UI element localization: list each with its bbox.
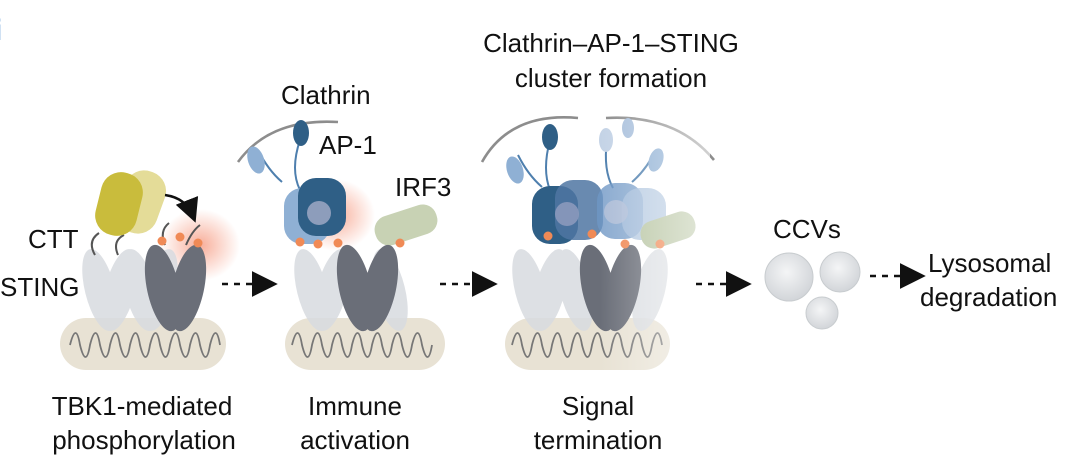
clathrin-arc-2	[236, 120, 339, 163]
irf3-label: IRF3	[395, 172, 451, 202]
stage-3-graphic	[480, 110, 716, 370]
clathrin-knob-b	[247, 146, 265, 174]
lysosomal-label-line2: degradation	[920, 282, 1057, 312]
cluster-title-line2: cluster formation	[515, 63, 707, 93]
cluster-title-line1: Clathrin–AP-1–STING	[483, 28, 739, 58]
phospho-dots-1	[157, 232, 203, 248]
stage-2-caption-line1: Immune	[308, 391, 402, 421]
ap1-label: AP-1	[319, 130, 377, 160]
tm-helices-2	[291, 332, 433, 358]
tbk1-action-arrow	[164, 193, 199, 223]
ccvs-label: CCVs	[773, 214, 841, 244]
lysosomal-label-line1: Lysosomal	[928, 248, 1051, 278]
stage-3-caption-line1: Signal	[562, 391, 634, 421]
clathrin-arc-3a	[480, 116, 579, 163]
tbk1-kinase	[95, 170, 167, 236]
stage-2-caption-line2: activation	[300, 425, 410, 455]
ccv-vesicles	[764, 251, 861, 330]
ccv-vesicle-3	[805, 296, 839, 330]
stage-1-graphic	[60, 170, 240, 370]
ccv-vesicle-2	[819, 251, 861, 293]
sting-dimer-2	[336, 244, 399, 332]
phospho-dots-2	[295, 237, 405, 249]
ap1-complex-2	[284, 178, 346, 244]
ctt-label: CTT	[28, 224, 79, 254]
irf3-shape-2	[374, 204, 438, 246]
stage-1-caption-line1: TBK1-mediated	[52, 391, 233, 421]
stage-1-caption-line2: phosphorylation	[52, 425, 236, 455]
stage-2-graphic	[236, 120, 445, 370]
stage-3-caption-line2: termination	[534, 425, 663, 455]
panel-letter: i	[0, 14, 2, 47]
sting-label: STING	[0, 272, 79, 302]
sting-dimer-1	[144, 244, 207, 332]
ccv-vesicle-1	[764, 252, 814, 302]
clathrin-label: Clathrin	[281, 80, 371, 110]
tm-helices-1	[69, 332, 221, 358]
clathrin-knob-a	[293, 120, 309, 146]
fade-overlay-3	[600, 110, 710, 370]
membrane-2	[285, 318, 445, 370]
